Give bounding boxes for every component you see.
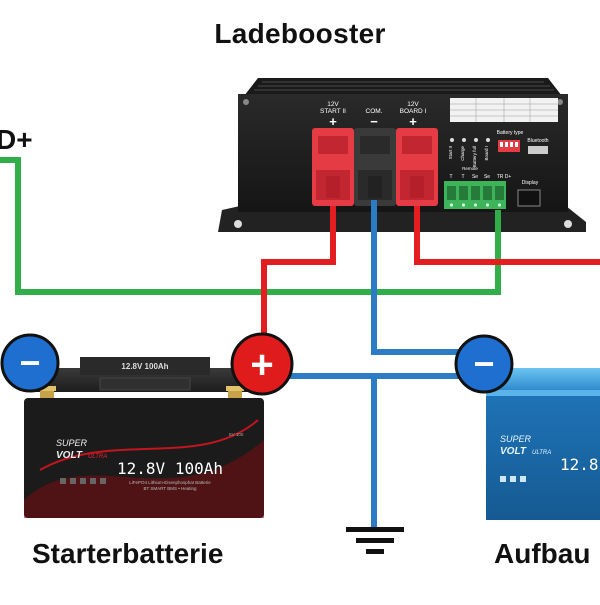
battery-right-main-label: 12.8 <box>560 455 599 474</box>
starterbatterie-label: Starterbatterie <box>32 538 224 569</box>
display-label: Display <box>522 180 539 186</box>
battery-left-main-label: 12.8V 100Ah <box>117 459 223 478</box>
remote-t1-label: T <box>449 174 452 180</box>
battery-left-fine-print: LiFePO4 Lithium-Eisenphosphat Batterie <box>129 480 211 485</box>
plus-symbol: + <box>250 343 273 387</box>
dplus-label: D+ <box>0 124 33 155</box>
battery-right-brand-volt: VOLT <box>500 446 527 457</box>
battery-aufbau: SUPER VOLT ULTRA 12.8 <box>486 368 600 520</box>
remote-label: Remote <box>462 166 478 171</box>
battery-type-label: Battery type <box>497 130 524 136</box>
terminal-com-minus: − <box>370 114 378 129</box>
wires <box>0 157 600 530</box>
badge-starter-negative: − <box>0 333 60 393</box>
badge-aufbau-negative: − <box>454 334 514 394</box>
battery-left-brand-volt: VOLT <box>56 450 83 461</box>
terminal-start-connector <box>312 128 354 206</box>
remote-se-label: Se <box>472 174 478 180</box>
ground-icon <box>346 527 404 554</box>
battery-left-fine-print-2: BT SMART BMS • Heating <box>143 486 197 491</box>
badge-starter-positive: + <box>230 332 294 396</box>
terminal-start-label: START II <box>320 108 346 115</box>
wire-start-positive <box>261 206 336 342</box>
battery-right-body <box>486 390 600 520</box>
battery-left-code: SV 100 <box>229 432 244 437</box>
battery-type-dip-switch[interactable] <box>498 140 520 152</box>
terminal-board-plus: + <box>409 114 417 129</box>
wire-com-to-aufbau <box>371 200 484 355</box>
terminal-board-label: BOARD I <box>400 108 427 115</box>
wire-board-positive <box>414 206 600 265</box>
terminal-com-label: COM. <box>366 108 383 115</box>
bluetooth-module <box>528 146 548 154</box>
minus-symbol: − <box>473 343 494 384</box>
battery-right-brand-ultra: ULTRA <box>532 450 551 456</box>
battery-left-top-label: 12.8V 100Ah <box>121 362 168 371</box>
green-terminal-block <box>444 181 506 209</box>
diagram-title: Ladebooster <box>214 18 386 49</box>
led-battfull-label: Battery full <box>472 146 477 167</box>
minus-symbol: − <box>19 342 40 383</box>
battery-left-brand-super: SUPER <box>56 438 88 448</box>
terminal-start-plus: + <box>329 114 337 129</box>
terminal-board-connector <box>396 128 438 206</box>
tr-dplus-label: TR D+ <box>497 174 512 180</box>
led-board-label: Board I <box>484 146 489 161</box>
display-port[interactable] <box>517 189 541 207</box>
terminal-com-connector <box>354 128 396 206</box>
battery-left-brand-ultra: ULTRA <box>88 454 107 460</box>
terminal-board-voltage: 12V <box>407 101 419 108</box>
status-leds: Start II Charge Battery full Board I <box>448 138 490 167</box>
led-charge-label: Charge <box>460 146 465 161</box>
remote-se2-label: Se <box>484 174 490 180</box>
battery-right-brand-super: SUPER <box>500 434 532 444</box>
led-start-label: Start II <box>448 146 453 159</box>
battery-starter: 12.8V 100Ah SUPER VOLT ULTRA 12.8V 100Ah… <box>24 357 264 518</box>
remote-t2-label: T <box>461 174 464 180</box>
terminal-start-voltage: 12V <box>327 101 339 108</box>
bluetooth-label: Bluetooth <box>527 138 548 144</box>
aufbau-label: Aufbau <box>494 538 591 569</box>
ladebooster-device: 12V START II + COM. − 12V BOARD I + <box>218 78 586 232</box>
